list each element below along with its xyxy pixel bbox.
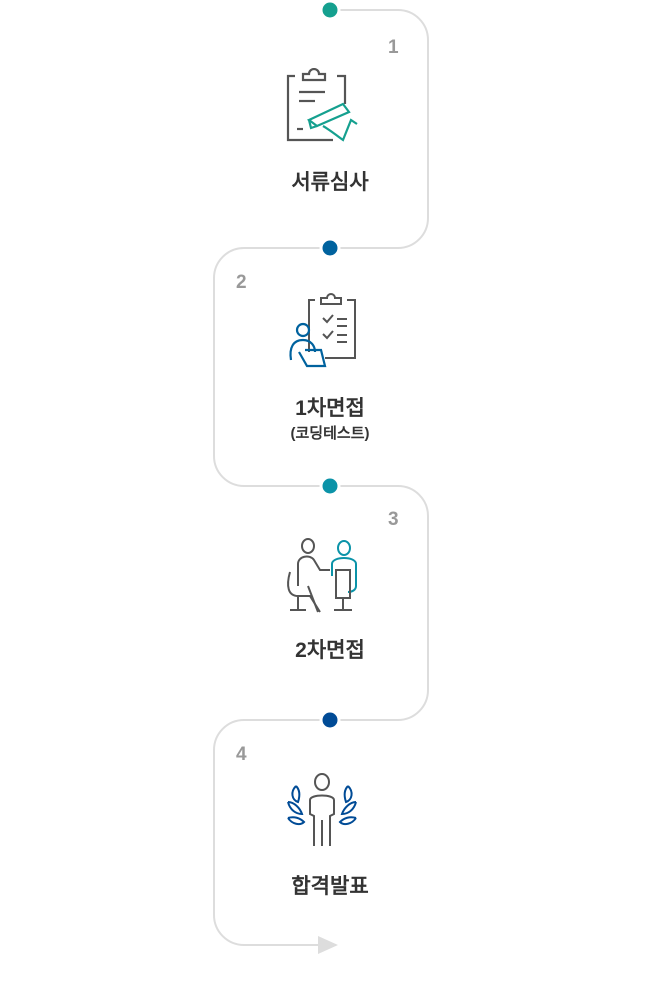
step-dot-4 <box>319 709 341 731</box>
laurel-person-icon <box>287 773 357 846</box>
interview-icon <box>287 538 357 613</box>
step-subtitle-2: (코딩테스트) <box>290 425 370 442</box>
step-title-1: 서류심사 <box>291 171 369 194</box>
step-number-4: 4 <box>236 744 247 765</box>
step-dot-2 <box>319 237 341 259</box>
person-checklist-icon <box>289 293 356 368</box>
step-title-2: 1차면접 <box>295 397 365 420</box>
step-title-3: 2차면접 <box>295 639 365 662</box>
step-title-4: 합격발표 <box>291 875 369 898</box>
step-dot-3 <box>319 475 341 497</box>
step-dot-1 <box>319 0 341 21</box>
step-number-3: 3 <box>388 509 399 530</box>
step-number-1: 1 <box>388 37 399 58</box>
step-number-2: 2 <box>236 272 247 293</box>
arrow-head-icon <box>318 936 338 954</box>
clipboard-writing-icon <box>286 68 358 142</box>
